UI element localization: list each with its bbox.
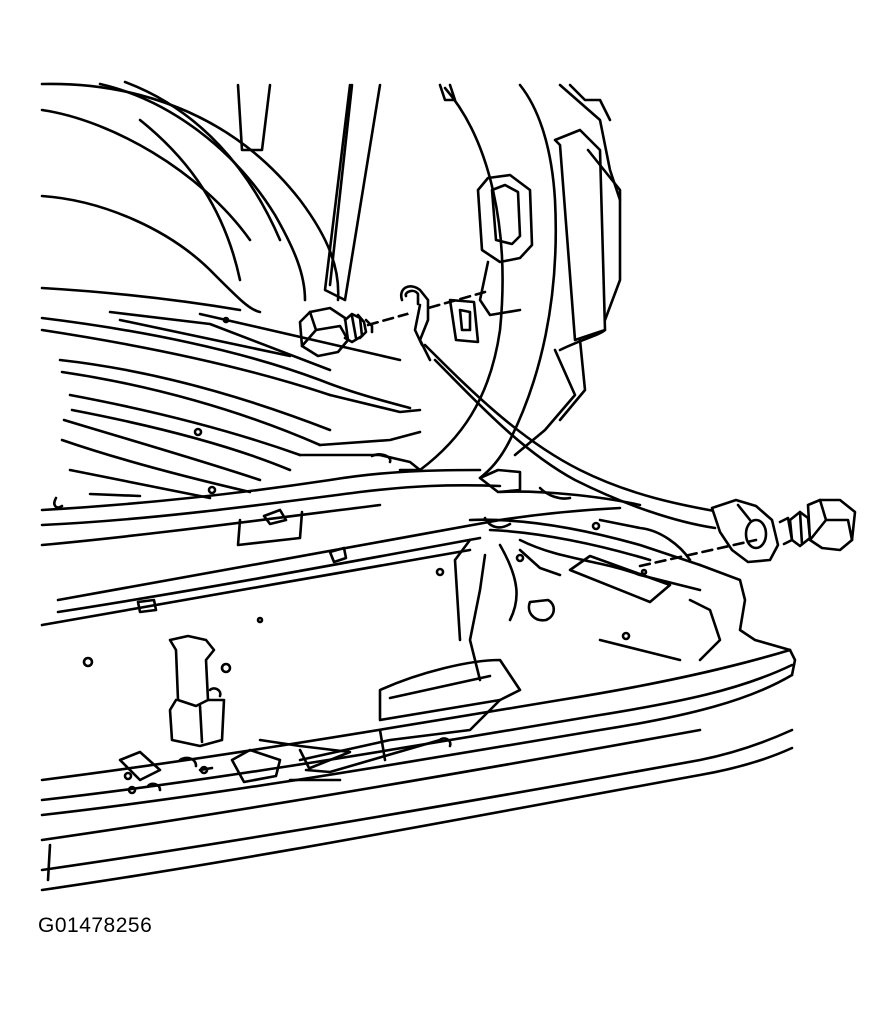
upper-ground-bolt xyxy=(300,308,372,356)
wheelhouse-panel xyxy=(42,82,455,312)
rocker-flange xyxy=(42,650,795,890)
upper-strap-terminal xyxy=(401,286,430,360)
lower-bolt-alignment-line xyxy=(640,540,756,566)
upper-bolt-alignment-line xyxy=(368,292,485,325)
floor-pan xyxy=(42,312,420,507)
wheelhouse-inner-panel xyxy=(420,85,620,478)
lower-ground-bolt xyxy=(780,500,855,550)
rear-floor-pan xyxy=(455,470,790,680)
figure-code: G01478256 xyxy=(38,914,153,937)
lower-strap-terminal xyxy=(712,500,778,562)
lower-floor-structure xyxy=(120,636,520,793)
ground-strap-cable xyxy=(425,345,720,528)
rocker-sill xyxy=(42,454,620,672)
